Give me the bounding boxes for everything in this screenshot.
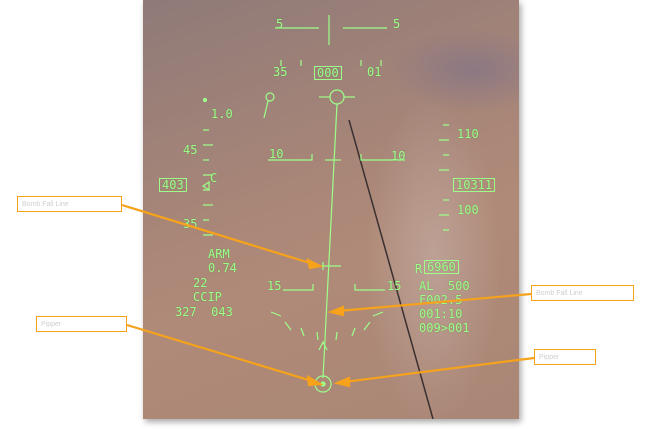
release-cue [313,262,341,270]
pitch-ladder-15 [283,284,385,291]
bomb-fall-line [322,103,338,379]
steerpoint-distance: F002.5 [419,293,463,307]
callout-lower-left: Pipper [36,316,127,332]
bearing-range: 327 043 [175,305,233,319]
g-load-value: 1.0 [211,107,233,121]
altitude-box: 10311 [453,178,496,192]
alow-setting: AL 500 [419,279,470,293]
range-arc-ticks [270,311,384,341]
hud-camera-view: 5 5 35 000 01 1.0 45 10 10 110 403 C 103… [143,0,519,419]
calibrated-airspeed-marker: C [210,171,218,185]
pitch-label-15-left: 15 [267,279,282,293]
pitch-label-top-left: 5 [276,17,284,31]
flight-path-marker [329,89,345,105]
master-arm-status: ARM [208,247,230,261]
altitude-tick-110: 110 [457,127,479,141]
pitch-label-10-left: 10 [269,147,284,161]
pitch-ladder-10 [268,154,405,161]
heading-tape-ticks [280,60,382,66]
airspeed-tick-35: 35 [183,217,198,231]
callout-right-lower: Pipper [534,349,596,365]
altitude-tick-100: 100 [457,203,479,217]
airspeed-tick-45: 45 [183,143,198,157]
mach-number: 0.74 [208,261,237,275]
pitch-label-10-right: 10 [391,149,406,163]
weapon-count: 22 [193,276,208,290]
waypoint-sequence: 009>001 [419,321,470,335]
steer-circle [265,92,275,102]
altitude-scale-ticks [439,124,449,231]
heading-value: 000 [314,66,342,80]
pitch-label-top-right: 5 [393,17,401,31]
heading-left-label: 35 [273,65,288,79]
radar-altitude: 6960 [424,260,459,274]
radar-alt-prefix: R [415,262,423,276]
pitch-label-15-right: 15 [387,279,402,293]
time-to-go: 001:10 [419,307,463,321]
callout-right-upper: Bomb Fall Line [531,285,634,301]
delivery-mode: CCIP [193,290,222,304]
heading-right-label: 01 [367,65,382,79]
callout-upper-left: Bomb Fall Line [17,196,122,212]
airspeed-box: 403 [159,178,187,192]
